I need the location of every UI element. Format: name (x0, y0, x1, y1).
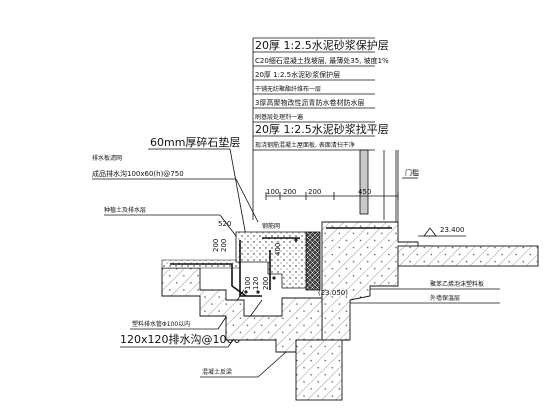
dim-120: 120 (252, 277, 260, 290)
note-2: C20细石混凝土找坡层, 最薄处35, 坡度1% (255, 56, 389, 65)
label-elev-lower: (23.050) (318, 289, 348, 297)
dim-200d: 200 (212, 239, 220, 252)
label-wall-2: 外墙保温层 (430, 294, 460, 302)
note-4: 干铺无纺聚酯纤维布一层 (255, 85, 321, 93)
column (295, 339, 343, 401)
note-7: 20厚 1:2.5水泥砂浆找平层 (255, 122, 389, 136)
note-3: 20厚 1:2.5水泥砂浆保护层 (255, 70, 340, 79)
label-gravel: 60mm厚碎石垫层 (150, 135, 240, 149)
label-pipe-2: 120x120排水沟@1000 (120, 332, 241, 346)
rebar (170, 227, 392, 297)
label-wall-1: 聚苯乙烯泡沫塑料板 (430, 280, 484, 288)
beam-right (321, 221, 433, 341)
dim-100b: 100 (244, 277, 252, 290)
dim-520: 520 (218, 220, 231, 228)
door-frame (359, 149, 369, 215)
insulation-block (305, 231, 321, 291)
dim-200c: 200 (220, 239, 228, 252)
label-elev: 23.400 (440, 226, 465, 234)
layer-notes (252, 37, 375, 220)
dim-400: 400 (274, 243, 282, 256)
dim-200e: 200 (262, 277, 270, 290)
label-drainboard-2: 成品排水沟100x60(h)@750 (92, 169, 184, 178)
label-door: 门槛 (405, 168, 419, 177)
dim-200a: 200 (283, 188, 296, 196)
label-planting: 种植土及排水层 (104, 206, 146, 214)
dim-450: 450 (358, 188, 371, 196)
dim-100: 100 (266, 188, 279, 196)
label-bottom: 混凝土反梁 (202, 368, 232, 376)
note-8: 现浇钢筋混凝土屋面板, 表面清扫干净 (255, 141, 355, 149)
elevation-marker (418, 227, 466, 237)
label-steel-mesh: 钢筋网 (262, 222, 280, 230)
label-drainboard-1: 排水板滤网 (92, 154, 122, 162)
note-5: 3厚高聚物改性沥青防水卷材防水层 (255, 98, 364, 107)
dim-row-top (265, 192, 399, 200)
note-6: 刷基层处理剂一遍 (255, 113, 303, 121)
dim-200b: 200 (308, 188, 321, 196)
floor-slab (397, 245, 539, 267)
note-1: 20厚 1:2.5水泥砂浆保护层 (255, 38, 389, 52)
drain-channel (235, 231, 307, 289)
label-pipe-1: 塑料排水管Φ100以内 (132, 320, 190, 328)
